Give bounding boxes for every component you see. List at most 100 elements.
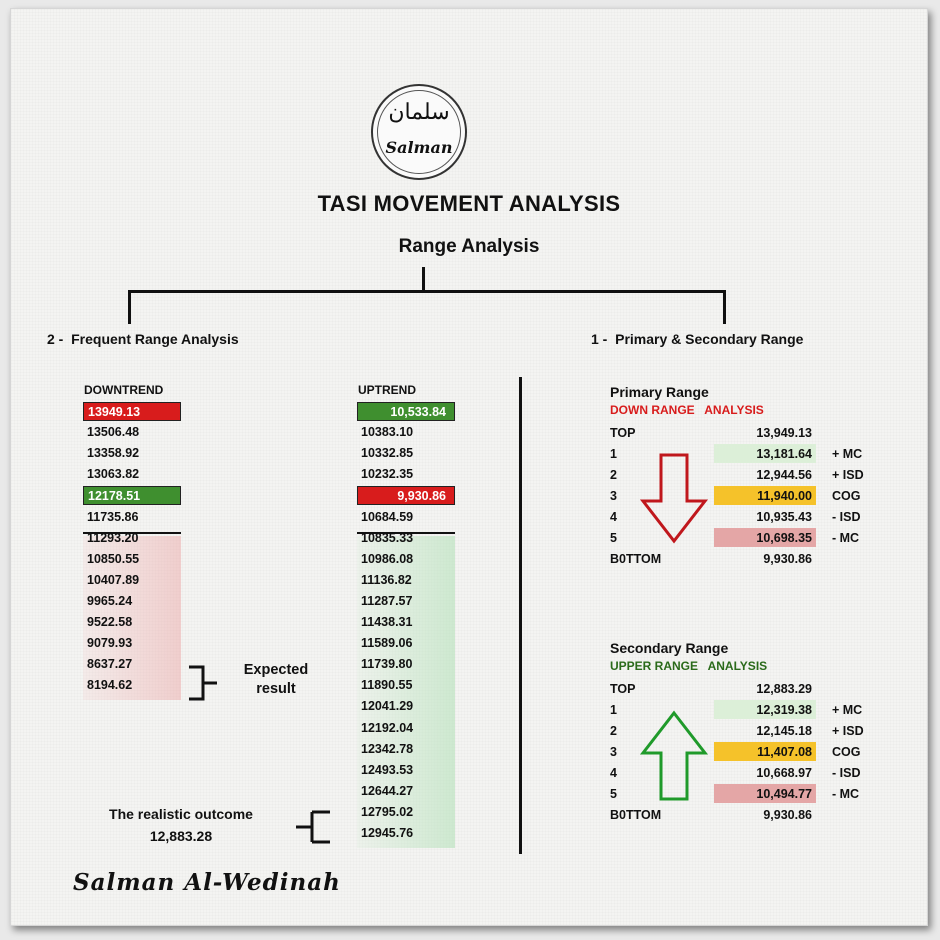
primary-row-value: 9,930.86	[763, 552, 812, 566]
expected-line2: result	[256, 681, 296, 697]
uptrend-value: 11287.57	[361, 593, 413, 608]
uptrend-title: UPTREND	[358, 383, 417, 397]
salman-logo: سلمان Salman	[371, 84, 467, 180]
uptrend-value: 12795.02	[361, 804, 414, 819]
secondary-row-note: - ISD	[832, 766, 861, 780]
primary-row-label: TOP	[610, 426, 636, 440]
secondary-row-note: + ISD	[832, 724, 864, 738]
downtrend-value: 8194.62	[87, 678, 133, 693]
downtrend-value: 13949.13	[83, 402, 181, 421]
secondary-range-row: B0TTOM 9,930.86	[610, 805, 910, 825]
secondary-row-note: + MC	[832, 703, 863, 717]
primary-row-value: 13,181.64	[714, 444, 816, 463]
primary-row-value: 11,940.00	[714, 486, 816, 505]
downtrend-value: 13063.82	[87, 467, 140, 482]
poster: سلمان Salman TASI MOVEMENT ANALYSIS Rang…	[10, 8, 928, 926]
uptrend-value: 12945.76	[361, 826, 414, 840]
secondary-range-block: Secondary Range UPPER RANGE ANALYSIS TOP…	[609, 637, 909, 837]
logo-ring	[377, 90, 461, 174]
tree-right-drop	[723, 290, 726, 324]
downtrend-expected-shade	[83, 536, 181, 700]
uptrend-value: 10986.08	[361, 551, 414, 566]
uptrend-value: 10232.35	[361, 467, 414, 482]
uptrend-value: 11890.55	[361, 678, 413, 693]
primary-row-note: + ISD	[832, 468, 864, 482]
downtrend-value: 9079.93	[87, 636, 133, 651]
realistic-outcome: The realistic outcome 12,883.28	[71, 803, 291, 847]
primary-row-note: COG	[832, 489, 861, 503]
uptrend-value: 12342.78	[361, 741, 414, 756]
primary-row-note: + MC	[832, 447, 863, 461]
uptrend-value: 12644.27	[361, 783, 414, 798]
downtrend-value: 13358.92	[87, 446, 140, 461]
primary-row-label: B0TTOM	[610, 552, 662, 566]
primary-row-label: 3	[610, 489, 617, 503]
secondary-range-row: 4 10,668.97 - ISD	[610, 763, 910, 783]
realistic-bracket	[296, 810, 330, 844]
downtrend-value: 11735.86	[87, 509, 139, 524]
uptrend-value: 11739.80	[361, 657, 413, 672]
secondary-row-label: 4	[610, 766, 617, 780]
page-title: TASI MOVEMENT ANALYSIS	[317, 191, 621, 216]
primary-range-title: Primary Range	[610, 384, 709, 400]
signature: Salman Al-Wedinah	[73, 869, 341, 896]
uptrend-shade	[357, 536, 455, 848]
downtrend-value: 13506.48	[87, 425, 140, 440]
primary-row-value: 10,935.43	[756, 510, 812, 524]
left-section-title: Frequent Range Analysis	[71, 331, 239, 347]
uptrend-value: 10,533.84	[357, 402, 455, 421]
downtrend-separator	[83, 532, 181, 534]
secondary-row-label: 5	[610, 787, 617, 801]
primary-row-note: - ISD	[832, 510, 861, 524]
downtrend-value: 9522.58	[87, 615, 133, 629]
uptrend-value: 12041.29	[361, 699, 414, 714]
primary-range-row: 4 10,935.43 - ISD	[610, 507, 910, 527]
downtrend-title: DOWNTREND	[84, 383, 164, 397]
page-subtitle: Range Analysis	[398, 236, 540, 257]
tree-branch	[128, 290, 726, 293]
secondary-row-value: 11,407.08	[714, 742, 816, 761]
right-section-number: 1 -	[591, 331, 608, 347]
downtrend-value: 8637.27	[87, 657, 133, 672]
uptrend-separator	[357, 532, 455, 534]
secondary-row-value: 10,668.97	[756, 766, 812, 780]
secondary-row-value: 10,494.77	[714, 784, 816, 803]
secondary-row-label: 3	[610, 745, 617, 759]
down-arrow-icon	[639, 453, 709, 544]
secondary-row-value: 12,319.38	[714, 700, 816, 719]
downtrend-value: 9965.24	[87, 593, 133, 608]
uptrend-value: 12493.53	[361, 762, 414, 777]
right-section-title: Primary & Secondary Range	[615, 331, 804, 347]
uptrend-value: 12192.04	[361, 720, 414, 735]
secondary-row-label: 1	[610, 703, 617, 717]
secondary-row-value: 9,930.86	[763, 808, 812, 822]
secondary-range-subtitle: UPPER RANGE ANALYSIS	[610, 659, 767, 673]
secondary-row-label: B0TTOM	[610, 808, 662, 822]
primary-range-subtitle: DOWN RANGE ANALYSIS	[610, 403, 764, 417]
downtrend-value: 12178.51	[83, 486, 181, 506]
left-section-heading: 2 - Frequent Range Analysis	[47, 331, 239, 347]
uptrend-value: 10835.33	[361, 530, 414, 545]
primary-range-sub-left: DOWN RANGE	[610, 403, 695, 417]
secondary-range-sub-left: UPPER RANGE	[610, 659, 699, 673]
uptrend-value: 11136.82	[361, 572, 412, 587]
primary-row-label: 4	[610, 510, 617, 524]
downtrend-value: 11293.20	[87, 530, 139, 545]
secondary-range-row: 1 12,319.38 + MC	[610, 700, 910, 720]
secondary-row-note: COG	[832, 745, 861, 759]
uptrend-value: 11438.31	[361, 615, 413, 629]
vertical-divider	[519, 377, 522, 854]
primary-range-row: B0TTOM 9,930.86	[610, 549, 910, 569]
primary-row-note: - MC	[832, 531, 860, 545]
realistic-outcome-value: 12,883.28	[149, 828, 213, 844]
right-section-heading: 1 - Primary & Secondary Range	[591, 331, 803, 347]
left-section-number: 2 -	[47, 331, 64, 347]
secondary-range-row: 3 11,407.08 COG	[610, 742, 910, 762]
